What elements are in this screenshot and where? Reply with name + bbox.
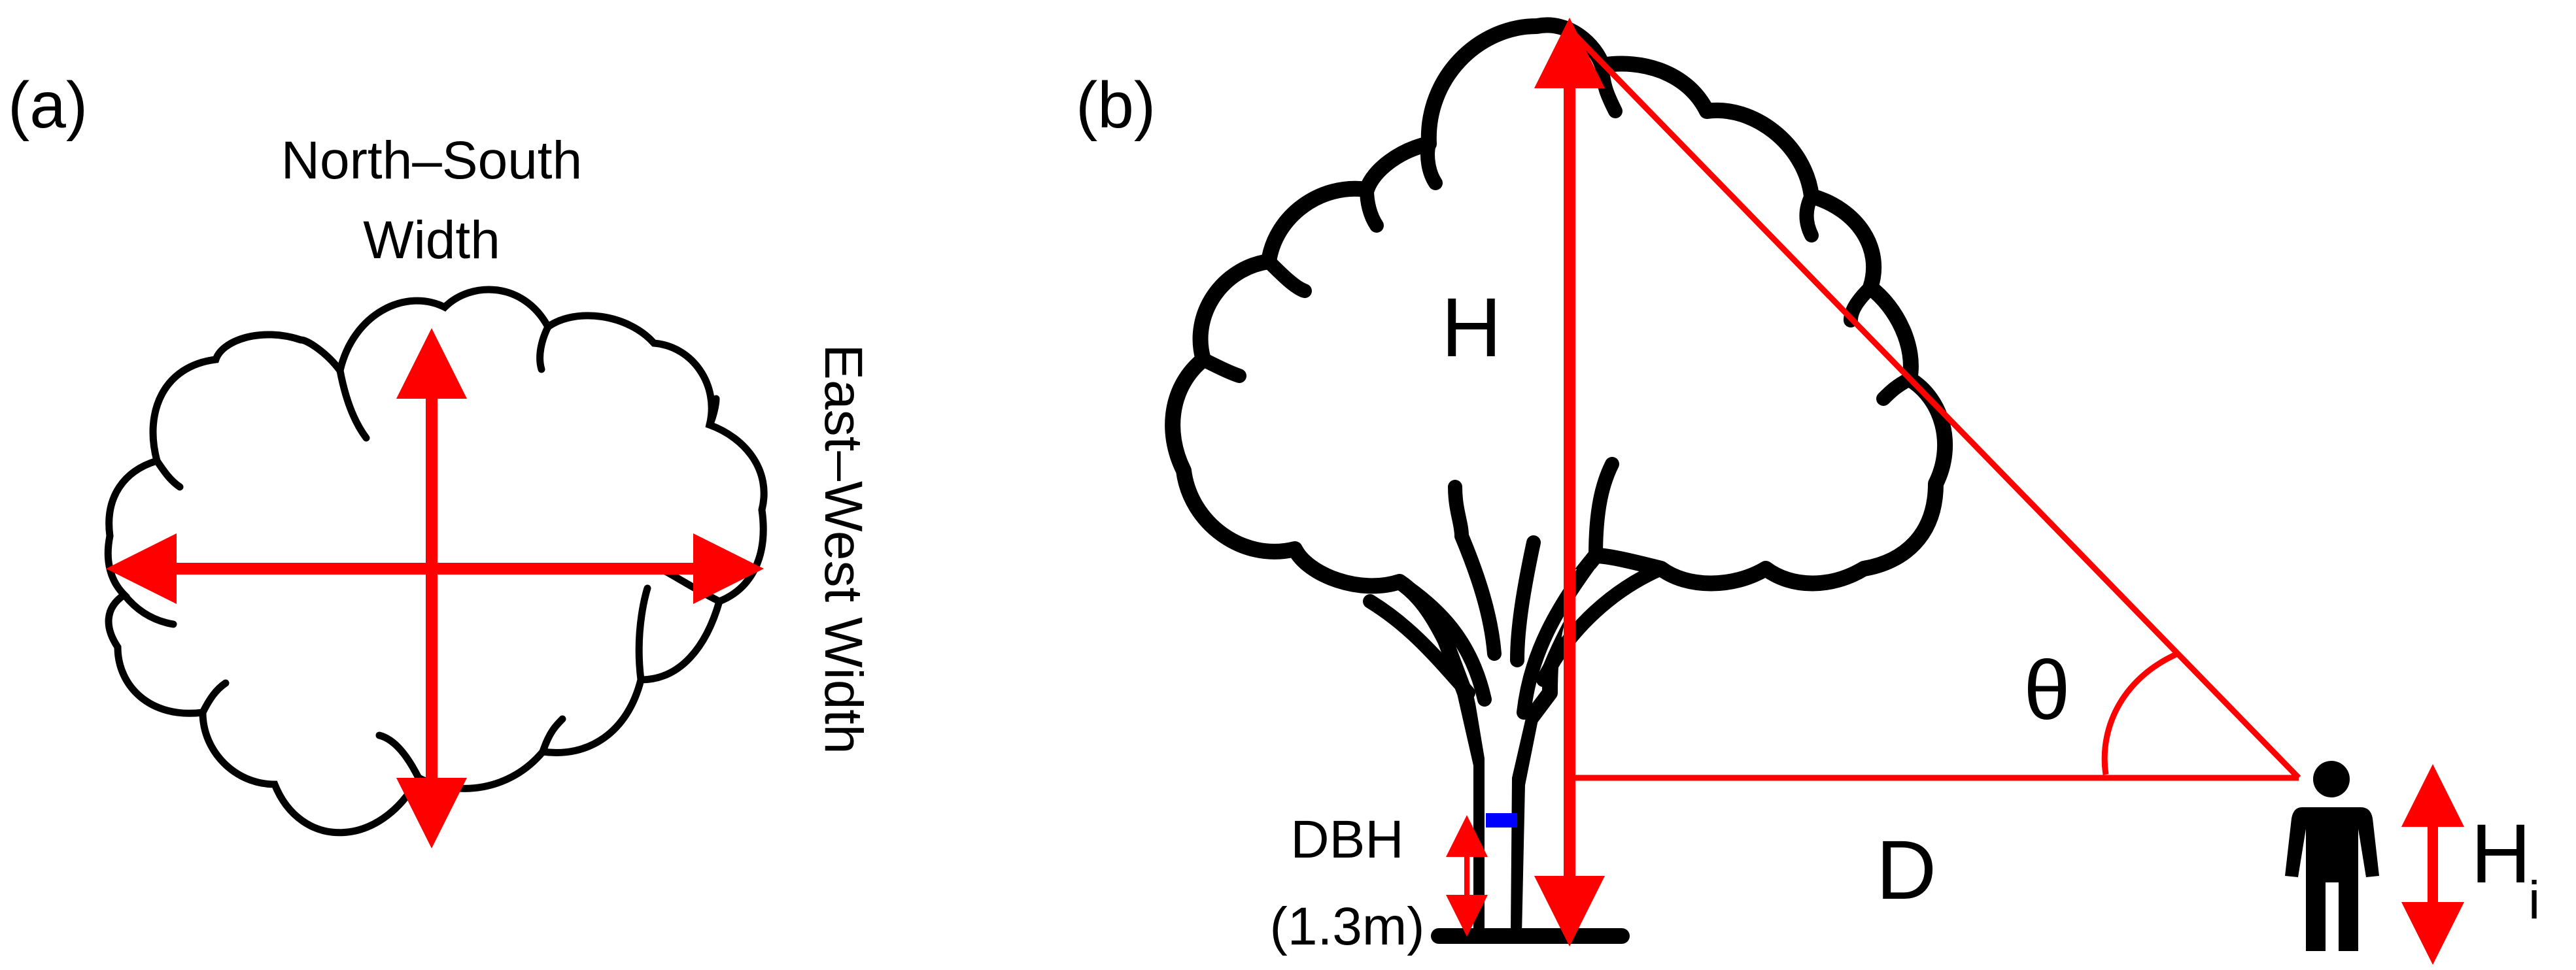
dbh-label-line2: (1.3m) (1270, 897, 1425, 956)
panel-b: (b) (1076, 17, 2540, 965)
north-south-label: North–South (281, 131, 582, 190)
observer-height-label: H (2471, 807, 2531, 901)
dbh-label: DBH (1290, 810, 1403, 869)
angle-label: θ (2023, 644, 2070, 737)
panel-a-label: (a) (8, 69, 88, 142)
person-icon (2285, 761, 2379, 951)
angle-arc (2101, 650, 2179, 775)
panel-b-label: (b) (1076, 69, 1156, 142)
north-south-label-line2: Width (363, 210, 500, 270)
observer-height-subscript: i (2528, 871, 2540, 930)
tree-icon (1165, 17, 1953, 944)
height-label: H (1441, 281, 1502, 375)
east-west-label: East–West Width (814, 344, 873, 754)
panel-a: (a) North–South Width East–West Width (8, 69, 873, 848)
distance-label: D (1876, 824, 1936, 917)
